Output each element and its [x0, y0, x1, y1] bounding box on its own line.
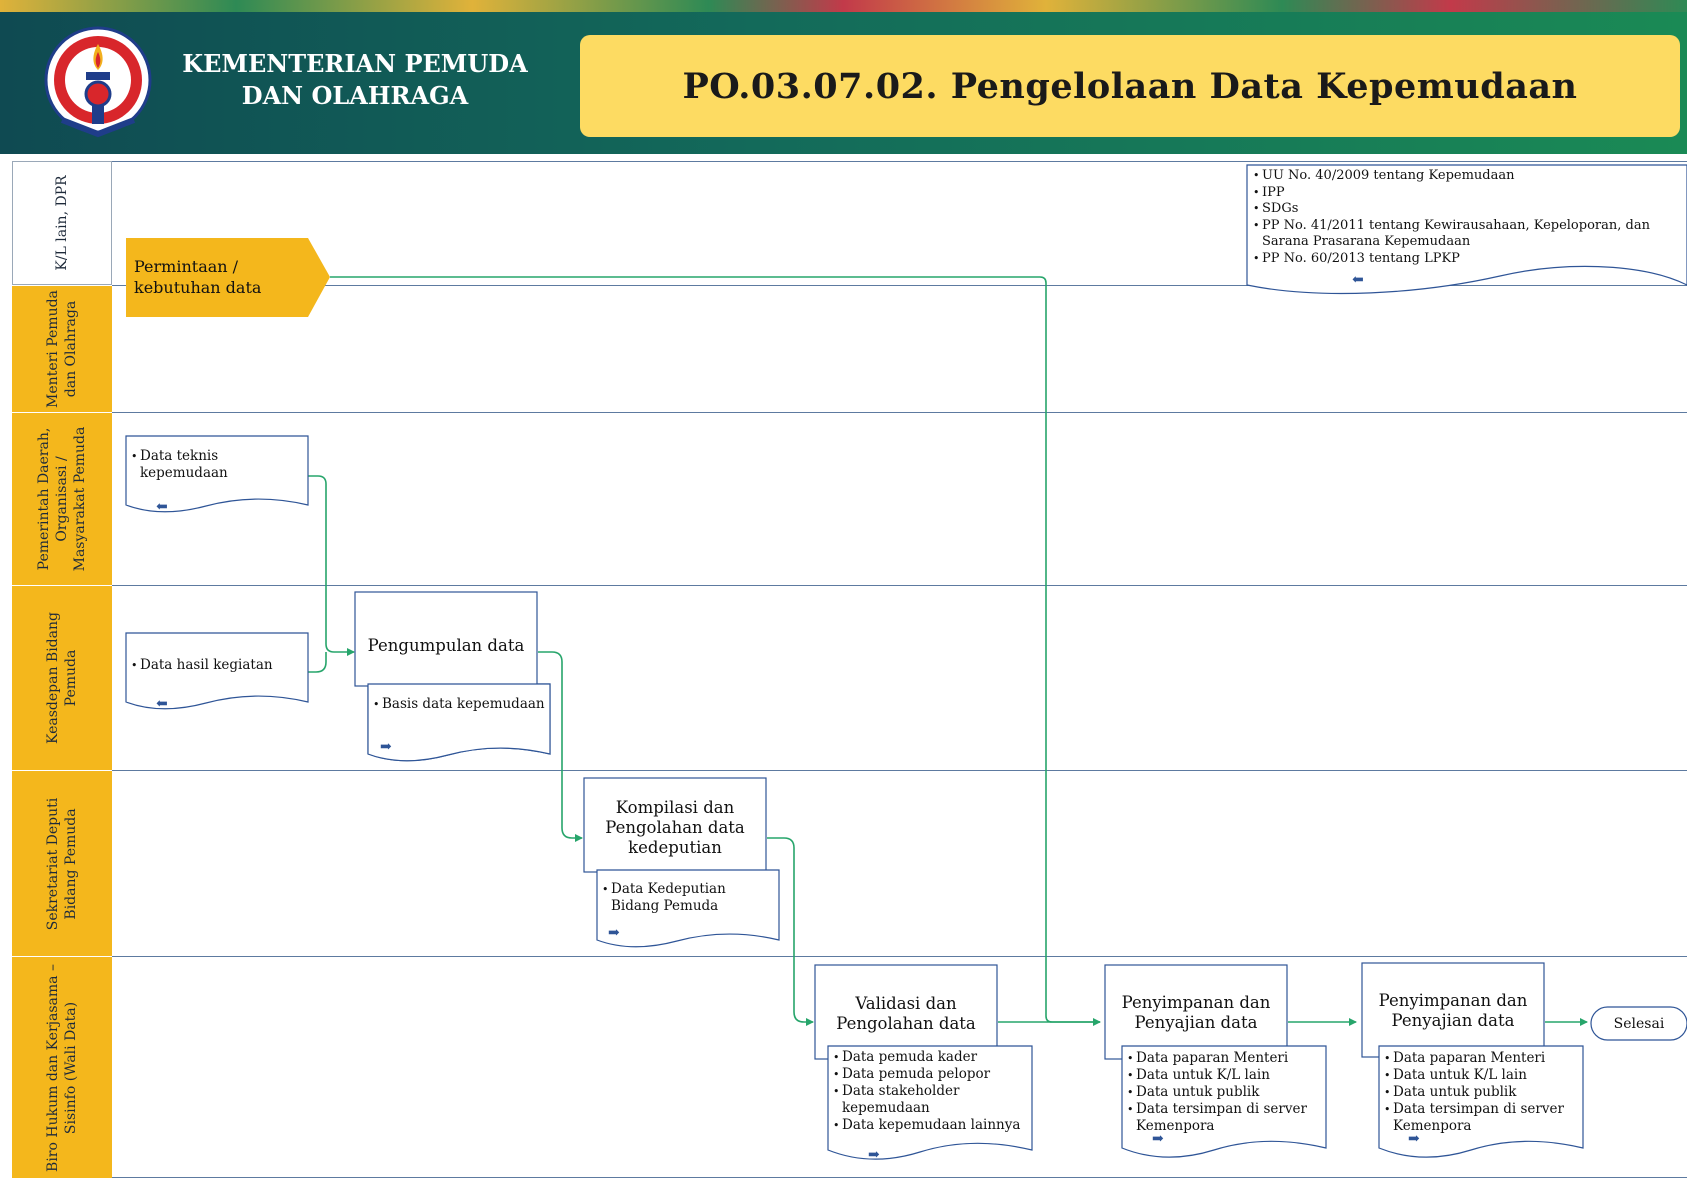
lane-label-menteri: Menteri Pemuda dan Olahraga — [12, 286, 112, 412]
connector-pengumpulan-to-kompilasi — [538, 651, 583, 842]
lane-divider — [112, 770, 1687, 771]
doc-basis-text: Basis data kepemudaan — [372, 696, 546, 713]
process-penyimpanan-1 — [1104, 964, 1288, 1060]
process-kompilasi — [583, 777, 767, 873]
start-label-line2: kebutuhan data — [134, 278, 262, 297]
right-arrow-icon: ➡ — [1152, 1131, 1164, 1147]
doc-penyimpanan-1-text: Data paparan Menteri Data untuk K/L lain… — [1126, 1050, 1324, 1135]
process-penyimpanan-2 — [1361, 962, 1545, 1058]
lane-label-keasdepan: Keasdepan Bidang Pemuda — [12, 586, 112, 770]
right-arrow-icon: ➡ — [608, 925, 620, 941]
regulation-item: SDGs — [1253, 201, 1684, 218]
connector-hasil-to-pengumpulan — [308, 652, 327, 673]
connector-teknis-to-pengumpulan — [308, 475, 355, 656]
right-arrow-icon: ➡ — [1408, 1131, 1420, 1147]
page-title: PO.03.07.02. Pengelolaan Data Kepemudaan — [682, 65, 1578, 107]
ministry-logo — [44, 26, 152, 138]
right-arrow-icon: ➡ — [868, 1147, 880, 1163]
regulation-item: PP No. 60/2013 tentang LPKP — [1253, 251, 1684, 268]
doc-validasi-text: Data pemuda kader Data pemuda pelopor Da… — [832, 1049, 1030, 1134]
doc-item: Data pemuda pelopor — [833, 1066, 1030, 1083]
lane-divider — [112, 412, 1687, 413]
doc-item: Data kepemudaan lainnya — [833, 1117, 1030, 1134]
lane-label-biro-hukum: Biro Hukum dan Kerjasama – Sisinfo (Wali… — [12, 957, 112, 1178]
doc-item: Data paparan Menteri — [1384, 1050, 1581, 1067]
process-validasi — [814, 964, 998, 1060]
doc-penyimpanan-2-text: Data paparan Menteri Data untuk K/L lain… — [1383, 1050, 1581, 1135]
process-validasi-label: Validasi dan Pengolahan data — [836, 994, 976, 1033]
doc-item: Data pemuda kader — [833, 1049, 1030, 1066]
doc-item: Data teknis kepemudaan — [131, 448, 300, 482]
start-label-line1: Permintaan / — [134, 257, 239, 276]
lane-divider — [112, 161, 1687, 162]
lane-label-kl-dpr: K/L lain, DPR — [12, 161, 112, 285]
doc-item: Data untuk K/L lain — [1127, 1067, 1324, 1084]
process-penyimpanan-2-label: Penyimpanan dan Penyajian data — [1378, 991, 1528, 1030]
right-arrow-icon: ➡ — [380, 739, 392, 755]
left-arrow-icon: ⬅ — [156, 499, 168, 515]
lane-label-sekretariat: Sekretariat Deputi Bidang Pemuda — [12, 771, 112, 956]
doc-item: Basis data kepemudaan — [373, 696, 546, 713]
lane-divider — [112, 956, 1687, 957]
lane-divider — [112, 285, 1687, 286]
end-terminator — [1590, 1006, 1687, 1041]
regulations-list: UU No. 40/2009 tentang Kepemudaan IPP SD… — [1252, 168, 1684, 267]
doc-item: Data stakeholder kepemudaan — [833, 1083, 1030, 1117]
ministry-name-line1: KEMENTERIAN PEMUDA — [182, 49, 528, 78]
process-kompilasi-label: Kompilasi dan Pengolahan data kedeputian — [605, 798, 745, 857]
doc-teknis-text: Data teknis kepemudaan — [130, 448, 300, 482]
end-label: Selesai — [1613, 1015, 1665, 1032]
doc-item: Data untuk K/L lain — [1384, 1067, 1581, 1084]
lane-divider — [112, 1177, 1687, 1178]
process-penyimpanan-1-label: Penyimpanan dan Penyajian data — [1121, 993, 1271, 1032]
process-pengumpulan — [354, 591, 538, 687]
doc-item: Data tersimpan di server Kemenpora — [1384, 1101, 1581, 1135]
ministry-name: KEMENTERIAN PEMUDA DAN OLAHRAGA — [165, 48, 545, 112]
lane-label-pemda: Pemerintah Daerah, Organisasi / Masyarak… — [12, 413, 112, 585]
connector-kompilasi-to-validasi — [767, 837, 814, 1026]
regulation-item: IPP — [1253, 185, 1684, 202]
process-pengumpulan-label: Pengumpulan data — [367, 636, 525, 655]
doc-item: Data untuk publik — [1127, 1084, 1324, 1101]
doc-item: Data Kedeputian Bidang Pemuda — [602, 881, 777, 915]
top-color-bar — [0, 0, 1687, 12]
title-box: PO.03.07.02. Pengelolaan Data Kepemudaan — [580, 35, 1680, 137]
doc-kedeputian-text: Data Kedeputian Bidang Pemuda — [601, 881, 777, 915]
ministry-name-line2: DAN OLAHRAGA — [241, 81, 469, 110]
doc-hasil-text: Data hasil kegiatan — [130, 657, 306, 674]
doc-item: Data paparan Menteri — [1127, 1050, 1324, 1067]
doc-item: Data tersimpan di server Kemenpora — [1127, 1101, 1324, 1135]
left-arrow-icon: ⬅ — [156, 696, 168, 712]
doc-item: Data untuk publik — [1384, 1084, 1581, 1101]
left-arrow-icon: ⬅ — [1352, 272, 1364, 288]
lane-divider — [112, 585, 1687, 586]
start-shape — [126, 238, 330, 317]
start-label: Permintaan / kebutuhan data — [134, 252, 304, 302]
regulation-item: PP No. 41/2011 tentang Kewirausahaan, Ke… — [1253, 218, 1684, 251]
regulation-item: UU No. 40/2009 tentang Kepemudaan — [1253, 168, 1684, 185]
doc-item: Data hasil kegiatan — [131, 657, 306, 674]
